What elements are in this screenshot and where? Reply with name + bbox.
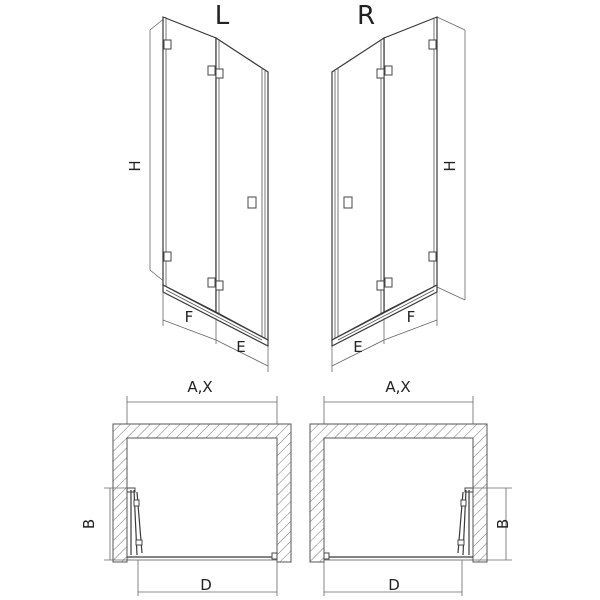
dim-f-line-l — [162, 319, 217, 341]
walls-l — [112, 423, 292, 563]
dim-f-line-r — [383, 319, 438, 341]
dim-h-label-r: H — [441, 160, 459, 171]
plan-r: A,X B D — [309, 378, 512, 596]
dim-h-label-l: H — [126, 160, 144, 171]
dim-ax-label-r: A,X — [385, 378, 410, 396]
wall-hinge-bottom-l — [163, 251, 172, 262]
label-r: R — [357, 1, 375, 31]
dim-b-label-r: B — [494, 519, 512, 529]
dim-f-label-l: F — [185, 308, 194, 326]
handle-l — [247, 196, 257, 209]
panel-swing-r — [331, 36, 385, 342]
dim-ax-label-l: A,X — [187, 378, 212, 396]
dim-e-line-r — [331, 339, 385, 367]
door-r-elevation: R H F E — [331, 1, 466, 372]
fold-hinge-top-l — [215, 68, 224, 79]
dim-d-label-r: D — [388, 576, 400, 594]
dim-e-line-l — [215, 339, 269, 367]
fold-hinge-bottom-l — [215, 280, 224, 291]
wall-hinge-top-r — [428, 39, 437, 50]
panel-fixed-l — [162, 16, 217, 313]
plan-l: A,X B D — [80, 378, 292, 596]
dim-f-label-r: F — [407, 308, 416, 326]
dim-d-label-l: D — [200, 576, 212, 594]
dim-e-label-l: E — [236, 338, 245, 356]
panel-swing-l — [215, 36, 269, 342]
handle-r — [343, 196, 353, 209]
door-l-elevation: L H F E — [126, 1, 269, 372]
fold-hinge-bottom-r — [376, 280, 385, 291]
dim-b-label-l: B — [80, 519, 98, 529]
walls-r — [309, 423, 488, 563]
wall-hinge-top-l — [163, 39, 172, 50]
dim-e-label-r: E — [353, 338, 362, 356]
wall-hinge-bottom-r — [428, 251, 437, 262]
fold-hinge-top-r — [376, 68, 385, 79]
panel-fixed-r — [383, 16, 438, 313]
label-l: L — [215, 1, 230, 31]
